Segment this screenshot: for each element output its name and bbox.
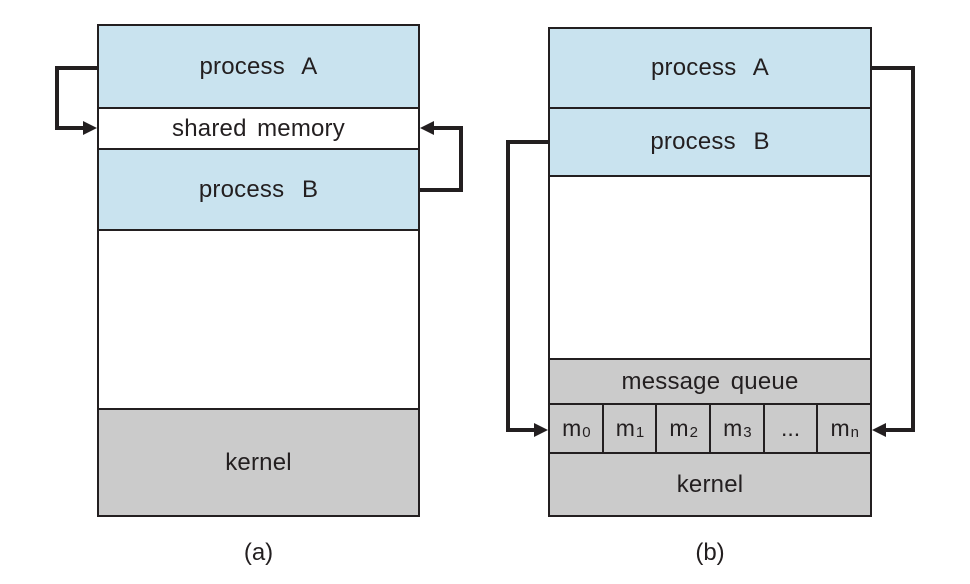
- arrow-segment: [886, 428, 915, 432]
- diagram-b-message-queue-band: message queue: [550, 358, 870, 405]
- queue-cell-base: m: [723, 415, 743, 441]
- arrow-segment: [55, 66, 97, 70]
- arrowhead-icon: [872, 423, 886, 437]
- diagram-a-process-b-label: process B: [198, 175, 319, 203]
- diagram-b-process-a-label: process A: [651, 54, 769, 81]
- queue-cell-base: m: [830, 415, 850, 441]
- arrow-segment: [459, 126, 463, 192]
- queue-cell-ellipsis: ...: [764, 405, 819, 452]
- diagram-a-process-b-band: process B: [99, 150, 418, 231]
- caption-b: (b): [695, 539, 725, 566]
- diagram-a-user-space: [99, 231, 418, 408]
- diagram-b-kernel-band: kernel: [550, 452, 870, 515]
- diagram-b-message-queue-label: message queue: [621, 367, 799, 395]
- diagram-b-user-space: [550, 177, 870, 358]
- diagram-b-process-b-label: process B: [650, 128, 770, 155]
- arrow-segment: [506, 140, 510, 432]
- arrow-segment: [872, 66, 915, 70]
- diagram-a-process-a-band: process A: [99, 26, 418, 109]
- caption-a: (a): [243, 539, 274, 566]
- arrow-segment: [911, 66, 915, 432]
- arrow-segment: [55, 126, 85, 130]
- arrowhead-icon: [420, 121, 434, 135]
- diagram-a-shared-memory-label: shared memory: [172, 114, 345, 142]
- diagram-a-shared-memory-band: shared memory: [99, 109, 418, 150]
- diagram-b-kernel-label: kernel: [676, 470, 744, 498]
- diagram-a-kernel-band: kernel: [99, 408, 418, 515]
- diagram-b-process-b-band: process B: [550, 109, 870, 177]
- arrow-segment: [434, 126, 463, 130]
- diagram-a-box: process A shared memory process B kernel: [97, 24, 420, 517]
- queue-cell-base: ...: [780, 415, 801, 441]
- arrow-segment: [420, 188, 463, 192]
- queue-cell-base: m: [669, 415, 689, 441]
- queue-cell-base: m: [615, 415, 635, 441]
- diagram-b-process-a-band: process A: [550, 29, 870, 109]
- diagram-a-kernel-label: kernel: [225, 448, 292, 476]
- arrowhead-icon: [83, 121, 97, 135]
- arrow-segment: [55, 66, 59, 130]
- arrow-segment: [506, 428, 534, 432]
- arrowhead-icon: [534, 423, 548, 437]
- arrow-segment: [506, 140, 548, 144]
- diagram-a-process-a-label: process A: [199, 52, 318, 80]
- queue-cell-base: m: [562, 415, 582, 441]
